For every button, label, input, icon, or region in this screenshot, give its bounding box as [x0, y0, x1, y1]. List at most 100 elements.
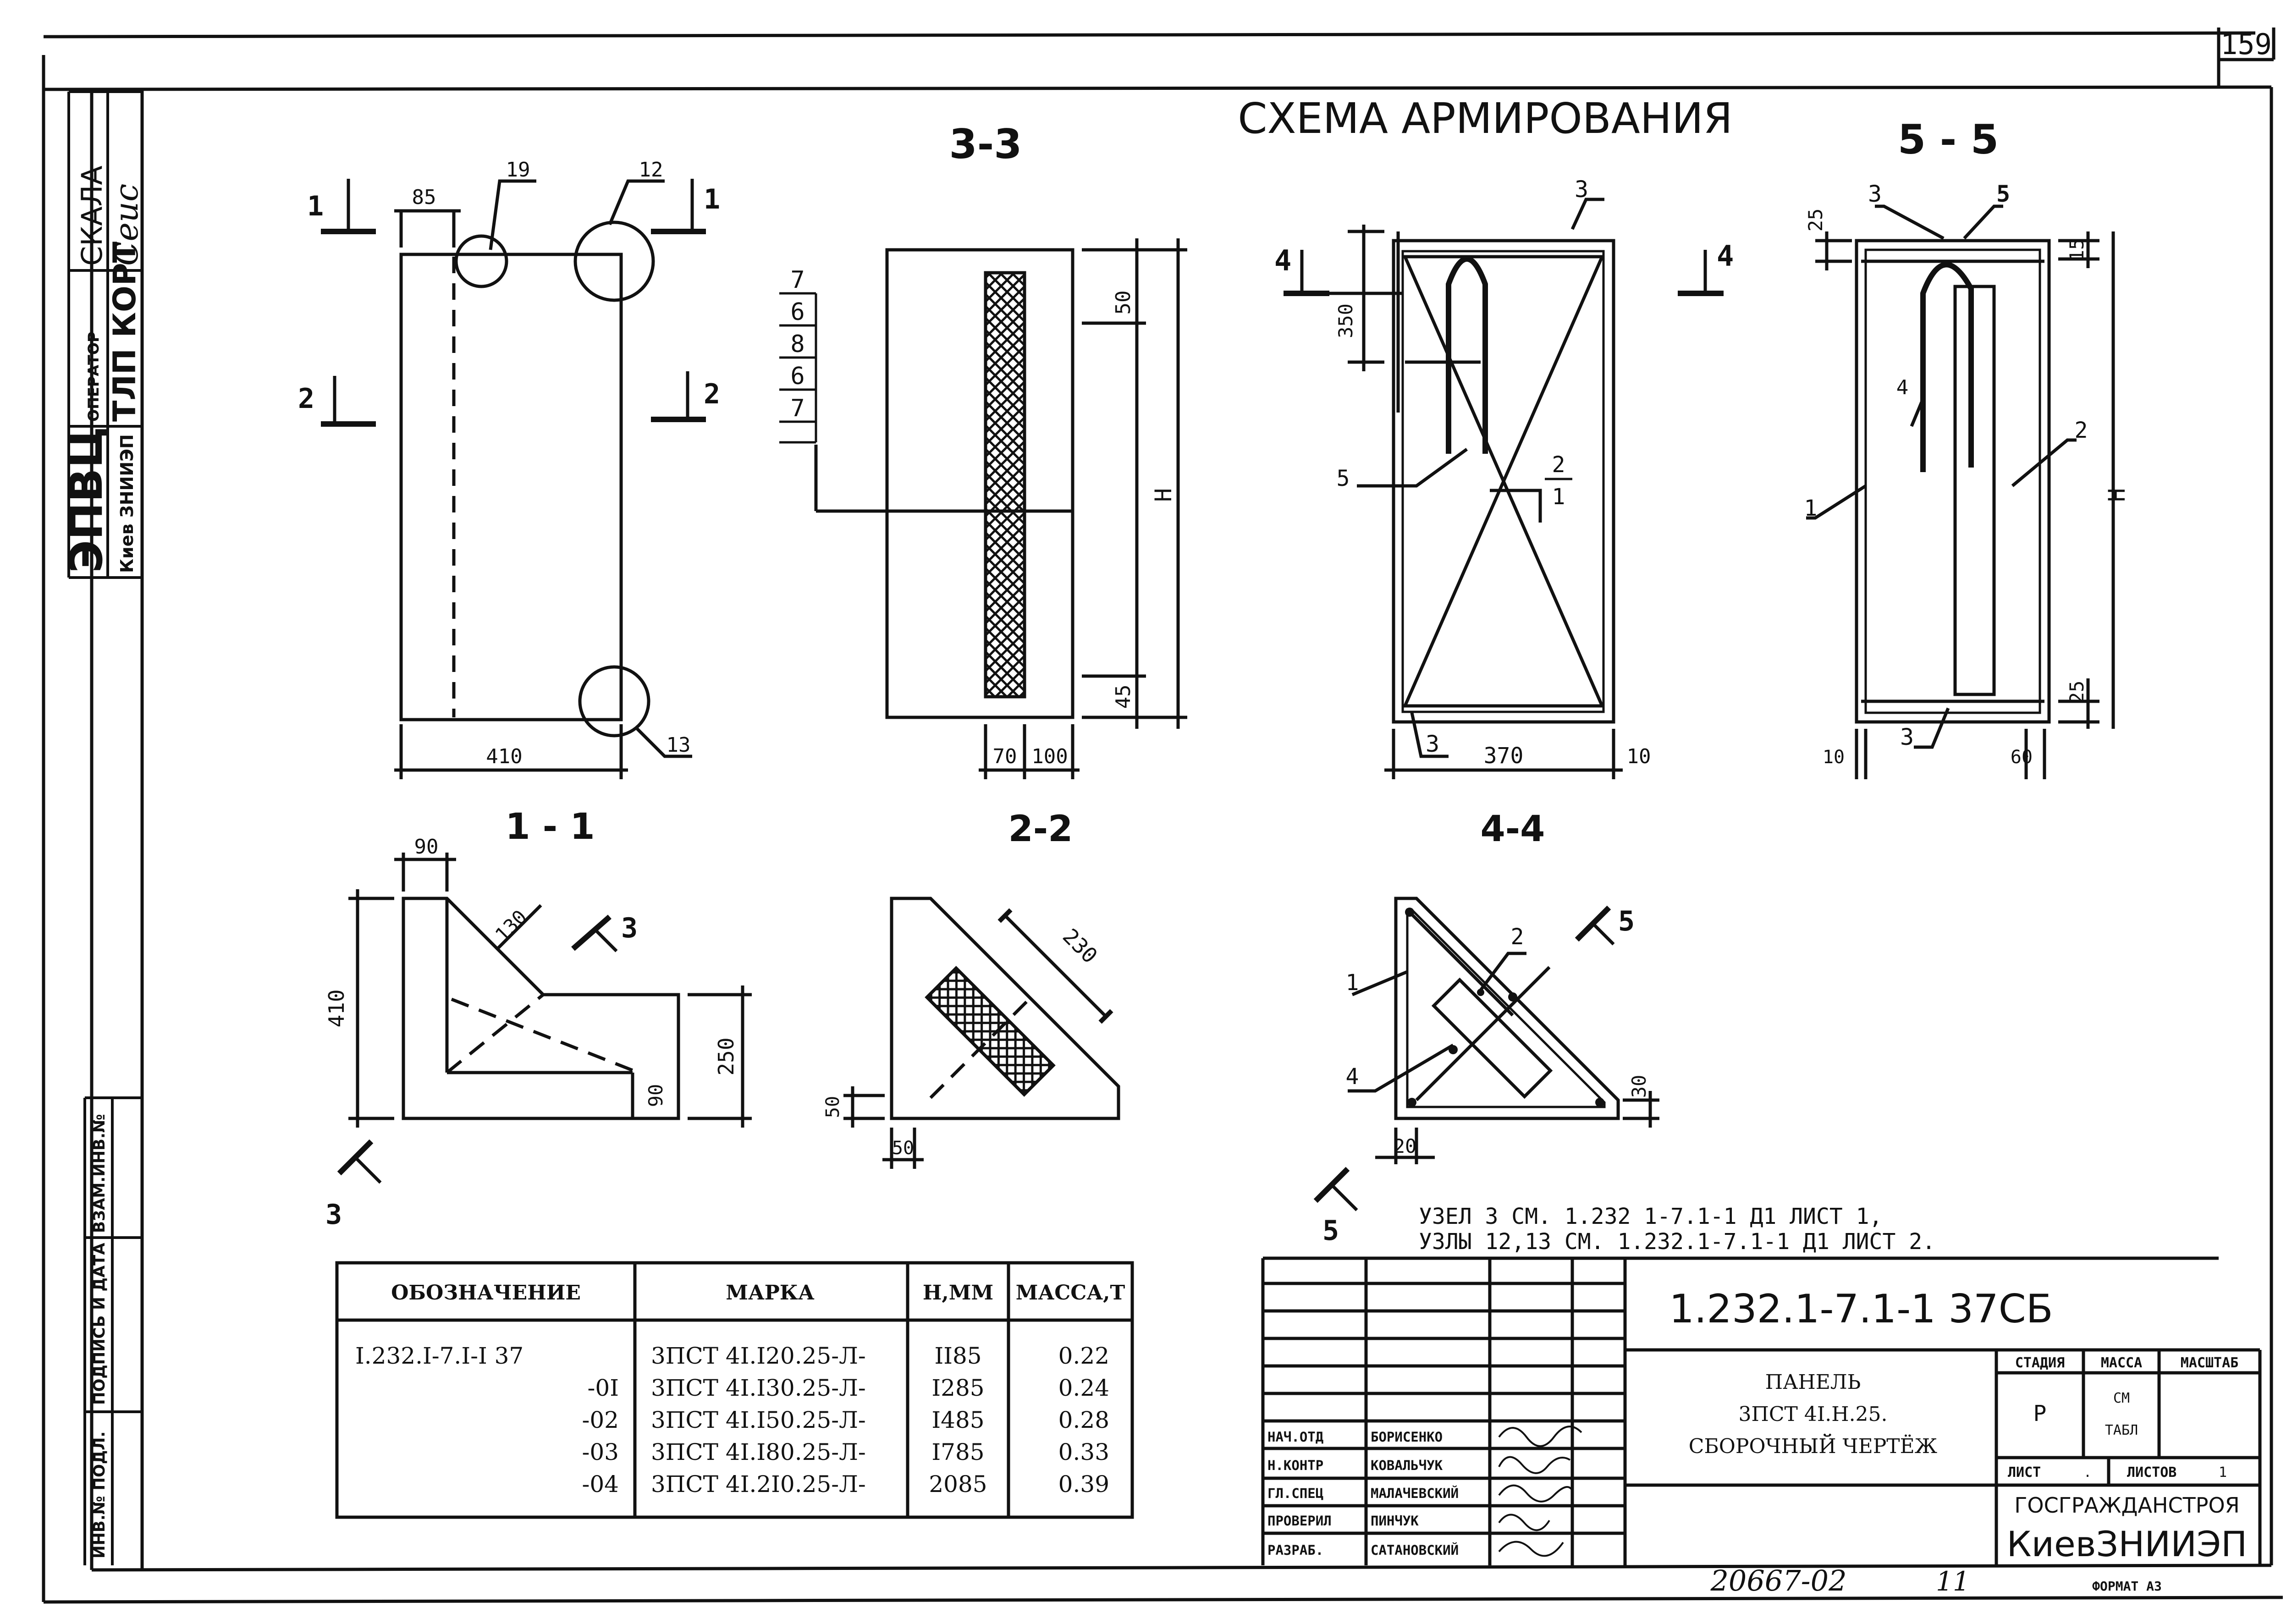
dim-410: 410	[486, 745, 522, 768]
callout-1-55: 1	[1804, 495, 1818, 521]
stamp-scale-sign: Сеис	[108, 184, 145, 266]
sheet-label: ЛИСТ	[2008, 1464, 2041, 1481]
table-header: МАССА,Т	[1016, 1281, 1125, 1305]
section-title-5-5: 5 - 5	[1898, 116, 1999, 163]
note-line-1: УЗЕЛ 3 СМ. 1.232 1-7.1-1 Д1 ЛИСТ 1,	[1419, 1204, 1882, 1229]
strip-inv-orig: ИНВ.№ ПОДЛ.	[90, 1431, 109, 1558]
table-cell: 3ПСТ 4I.I50.25-Л-	[651, 1407, 866, 1433]
dim-10: 10	[1627, 745, 1651, 768]
dim-20: 20	[1394, 1135, 1417, 1157]
strip-vzam: ВЗАМ.ИНВ.№	[90, 1114, 109, 1233]
table-header: Н,ММ	[923, 1281, 993, 1305]
callout-3-bottom: 3	[1426, 731, 1439, 757]
drawing-name-1: ПАНЕЛЬ	[1765, 1371, 1861, 1394]
staff-name: БОРИСЕНКО	[1371, 1429, 1443, 1445]
cut-mark-5-top: 5	[1618, 905, 1635, 937]
table-cell: 2085	[929, 1471, 987, 1497]
org-line-1: ГОСГРАЖДАНСТРОЯ	[2014, 1493, 2239, 1518]
layer-label: 8	[790, 330, 804, 358]
staff-name: САТАНОВСКИЙ	[1371, 1542, 1459, 1558]
callout-13: 13	[667, 733, 691, 757]
table-cell: 0.39	[1058, 1471, 1109, 1497]
section-4-4	[1313, 897, 1659, 1211]
dim-60-55: 60	[2011, 747, 2033, 768]
table-cell: I785	[931, 1439, 984, 1465]
spec-table: ОБОЗНАЧЕНИЕ МАРКА Н,ММ МАССА,Т I.232.I-7…	[355, 1281, 1125, 1497]
side-strip	[83, 1096, 142, 1565]
sheet-number: 159	[2220, 28, 2272, 61]
dim-90-top: 90	[414, 835, 439, 859]
dim-230: 230	[1058, 924, 1102, 968]
layer-label: 7	[790, 266, 804, 294]
table-cell: I485	[931, 1407, 984, 1433]
table-row: -0I 3ПСТ 4I.I30.25-Л- I285 0.24	[588, 1375, 1109, 1401]
staff-name: КОВАЛЬЧУК	[1371, 1458, 1443, 1473]
staff-role: ГЛ.СПЕЦ	[1267, 1486, 1323, 1501]
callout-3-top-55: 3	[1868, 181, 1882, 207]
table-cell: 3ПСТ 4I.I20.25-Л-	[651, 1343, 866, 1369]
staff-role: ПРОВЕРИЛ	[1267, 1513, 1332, 1529]
dim-H: Н	[1150, 488, 1177, 502]
callout-12: 12	[639, 158, 663, 182]
table-cell: 0.28	[1058, 1407, 1109, 1433]
section-3-3	[814, 238, 1187, 779]
dim-15: 15	[2066, 238, 2088, 262]
archive-sub-number: 11	[1936, 1566, 1970, 1597]
sheets-label: ЛИСТОВ	[2127, 1464, 2176, 1481]
callout-3-bottom-55: 3	[1900, 724, 1914, 750]
dim-50: 50	[1112, 291, 1135, 315]
left-stamp	[67, 90, 142, 579]
cut-mark-2-right: 2	[704, 378, 720, 410]
cut-mark-3-bottom: 3	[325, 1199, 342, 1231]
stamp-org: ЭПВЦ	[61, 426, 113, 573]
cut-mark-1-right: 1	[704, 183, 720, 215]
cut-mark-2-left: 2	[298, 383, 314, 415]
stamp-operator-label: ОПЕРАТОР	[85, 331, 102, 422]
layer-label: 6	[790, 298, 804, 326]
table-header: ОБОЗНАЧЕНИЕ	[391, 1281, 581, 1305]
sheets-value: 1	[2219, 1464, 2227, 1481]
stamp-operator: ТЛП КОРТ	[107, 241, 143, 422]
table-header: МАРКА	[726, 1281, 815, 1305]
table-cell: -03	[582, 1439, 619, 1465]
callout-5-55: 5	[1996, 181, 2010, 207]
panel-elevation-reinforcement	[1284, 198, 1724, 779]
title-block-grid	[1261, 1256, 2262, 1565]
table-cell: -0I	[588, 1375, 619, 1401]
section-title-1-1: 1 - 1	[505, 806, 595, 848]
callout-3-top: 3	[1575, 176, 1588, 203]
cut-mark-5-bottom: 5	[1322, 1215, 1339, 1247]
table-cell: -04	[582, 1471, 619, 1497]
section-5-5	[1806, 204, 2115, 779]
mass-value-2: ТАБЛ	[2105, 1422, 2138, 1438]
scale-label: МАСШТАБ	[2181, 1355, 2238, 1371]
section-3-3-layers: 7 6 8 6 7	[779, 266, 817, 444]
section-2-2	[843, 897, 1120, 1169]
dim-70: 70	[993, 745, 1017, 768]
cut-mark-3-top: 3	[621, 912, 638, 944]
dim-350: 350	[1334, 303, 1357, 338]
table-cell: 0.22	[1058, 1343, 1109, 1369]
dim-410-11: 410	[324, 989, 349, 1027]
table-cell: II85	[934, 1343, 981, 1369]
staff-rows: НАЧ.ОТД БОРИСЕНКО Н.КОНТР КОВАЛЬЧУК ГЛ.С…	[1267, 1429, 1459, 1558]
strip-sign-date: ПОДПИСЬ И ДАТА	[90, 1243, 109, 1405]
callout-19: 19	[506, 158, 530, 182]
note-line-2: УЗЛЫ 12,13 СМ. 1.232.1-7.1-1 Д1 ЛИСТ 2.	[1419, 1229, 1935, 1255]
stamp-org-sub: Киев ЗНИИЭП	[117, 434, 137, 573]
callout-1-44: 1	[1346, 970, 1359, 996]
mass-value-1: СМ	[2113, 1390, 2130, 1406]
main-title: СХЕМА АРМИРОВАНИЯ	[1238, 94, 1732, 143]
stage-label: СТАДИЯ	[2015, 1355, 2065, 1371]
staff-role: Н.КОНТР	[1267, 1458, 1323, 1473]
callout-2-55: 2	[2075, 418, 2088, 443]
table-cell: -02	[582, 1407, 619, 1433]
dim-25-top: 25	[1804, 209, 1827, 232]
table-cell: 0.33	[1058, 1439, 1109, 1465]
spec-table-grid	[335, 1261, 1134, 1519]
drawing-code: 1.232.1-7.1-1 37СБ	[1669, 1286, 2053, 1332]
sheet-value: .	[2083, 1464, 2092, 1481]
staff-name: МАЛАЧЕВСКИЙ	[1371, 1486, 1459, 1501]
callout-4-55: 4	[1896, 376, 1909, 399]
